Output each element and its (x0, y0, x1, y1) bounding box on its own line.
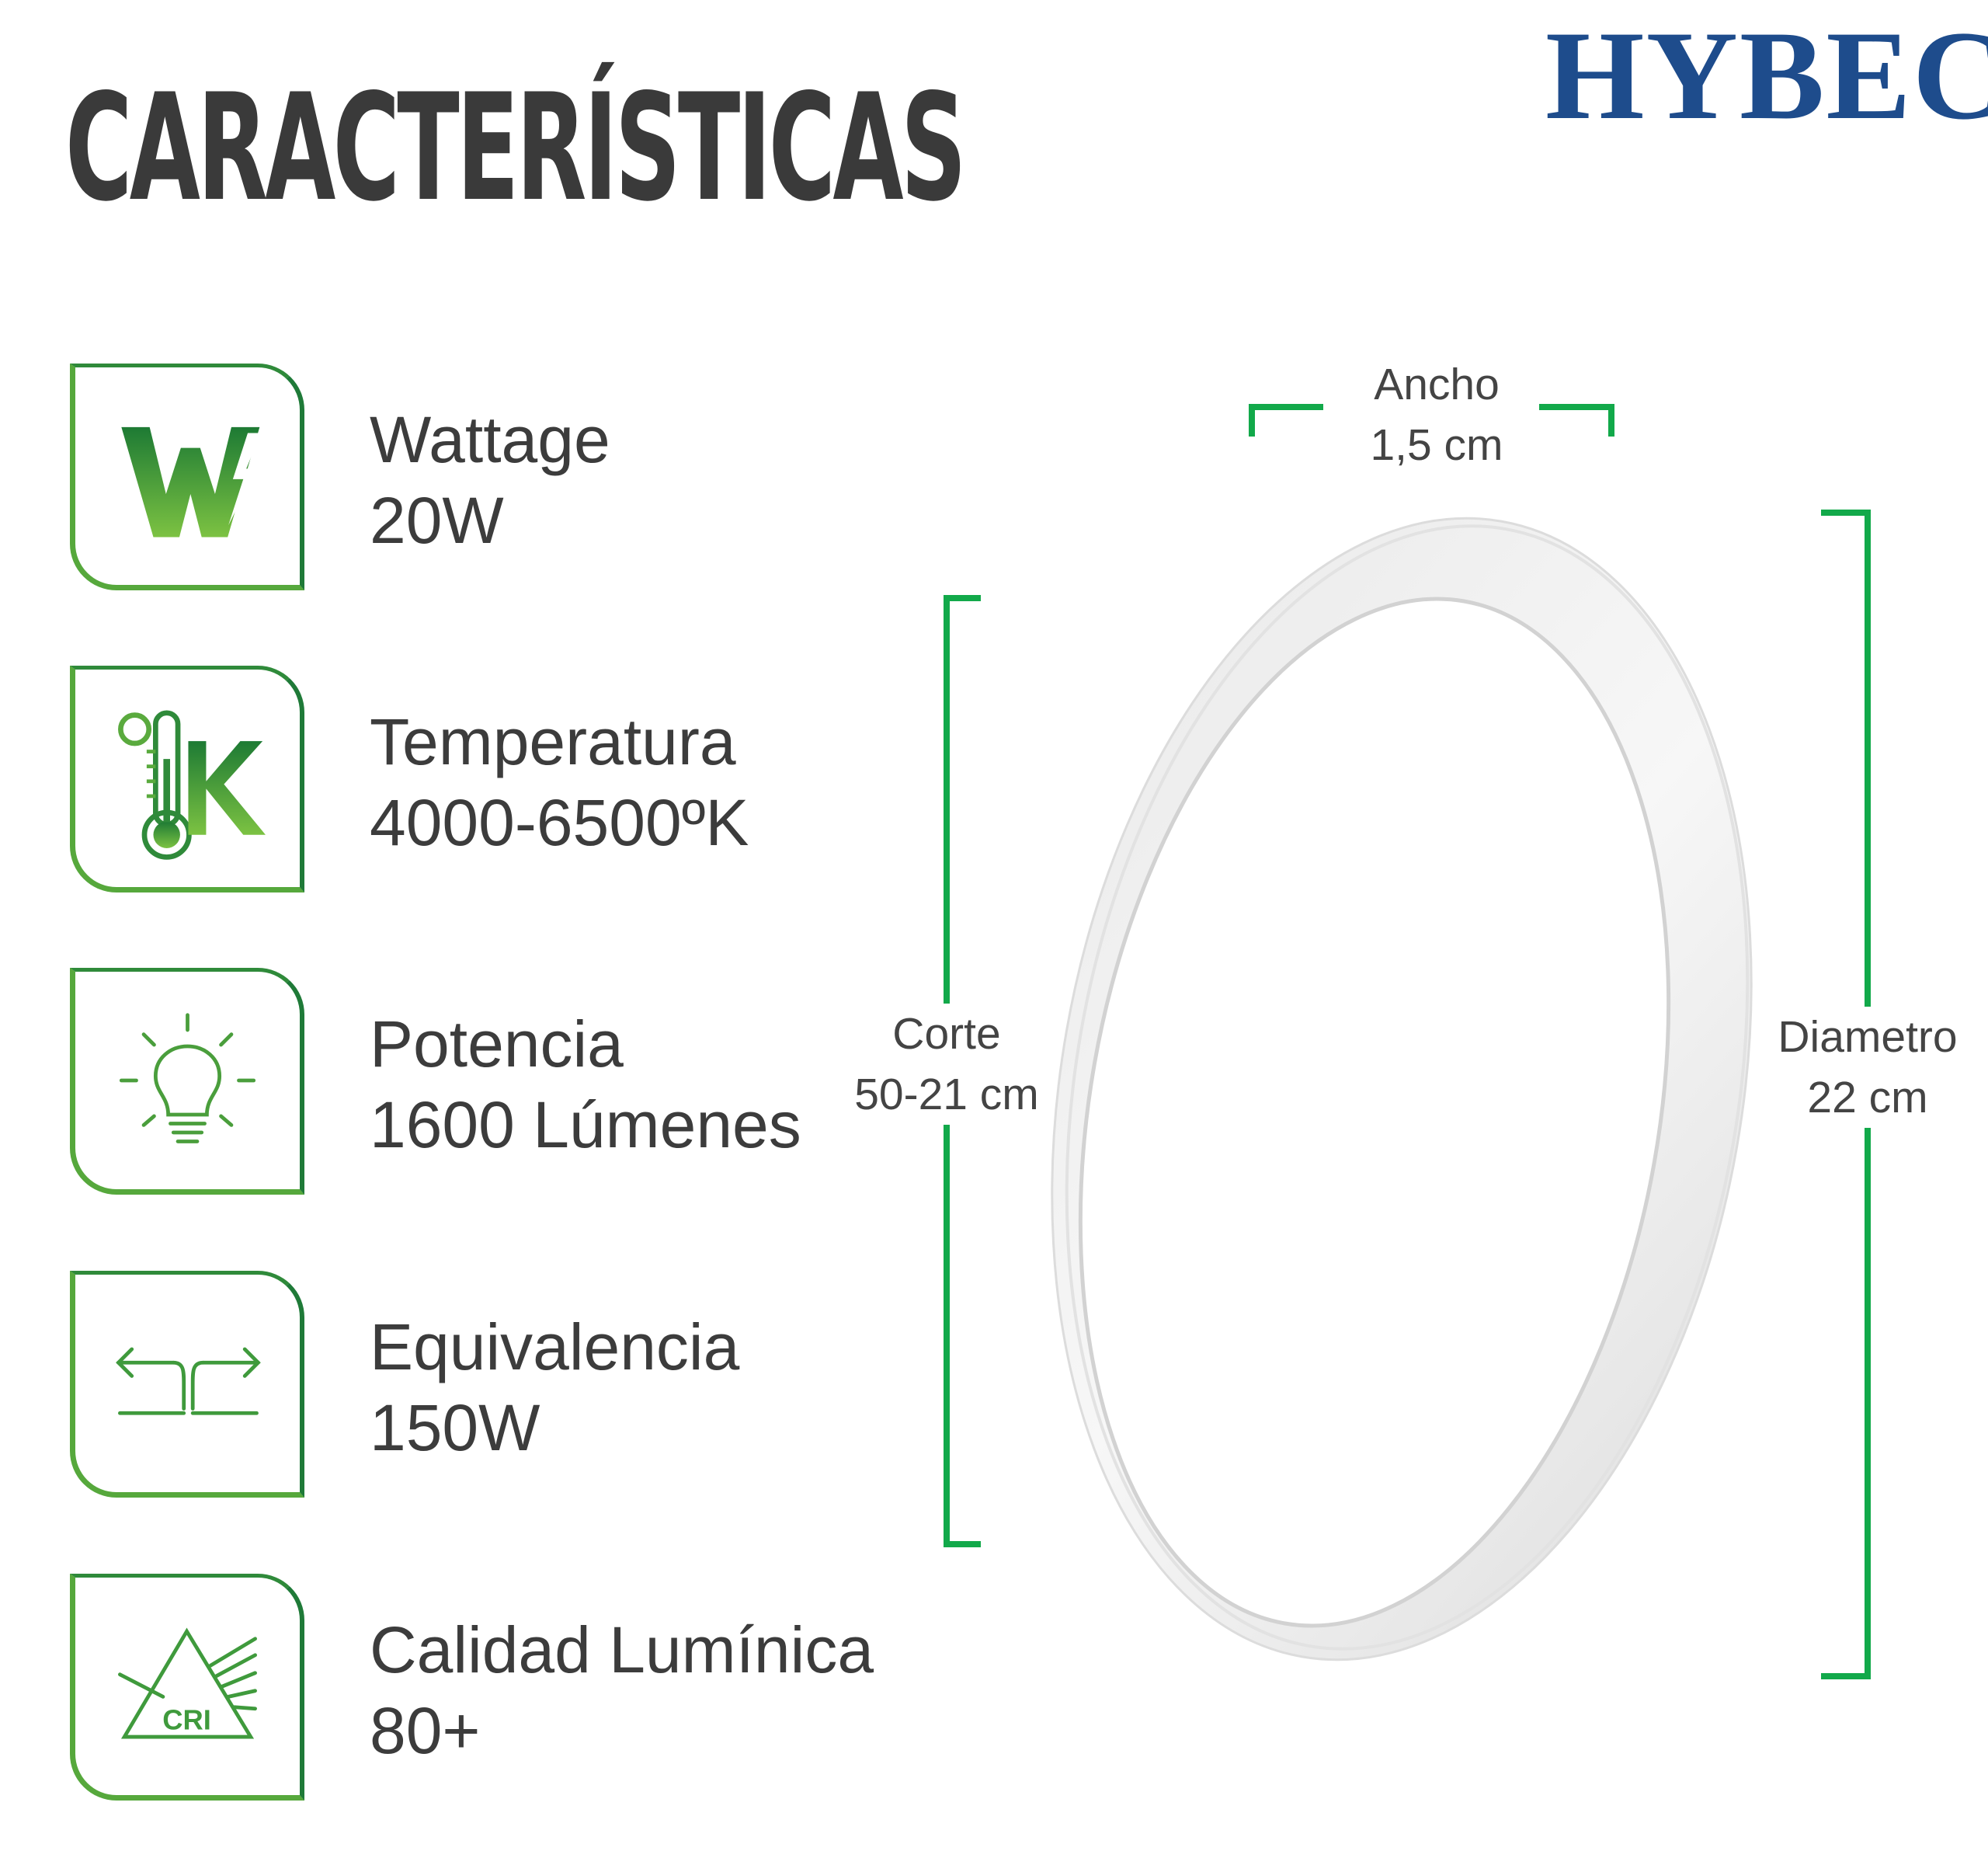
feature-temperatura: Temperatura 4000-6500ºK (70, 666, 924, 899)
feature-value: 150W (370, 1391, 540, 1464)
equivalence-arrows-icon (70, 1271, 304, 1498)
brand-logo: HYBEC (1545, 5, 1988, 146)
feature-value: 4000-6500ºK (370, 786, 749, 859)
cut-value: 50-21 cm (854, 1070, 1039, 1119)
feature-equivalencia: Equivalencia 150W (70, 1271, 924, 1504)
width-label: Ancho (1374, 360, 1500, 409)
width-dimension-label: Ancho 1,5 cm (1351, 354, 1522, 475)
diameter-label: Diametro (1778, 1012, 1958, 1062)
thermometer-kelvin-icon (70, 666, 304, 892)
wattage-w-icon (70, 364, 304, 590)
feature-value: 80+ (370, 1694, 481, 1767)
led-panel-ring (1051, 517, 1753, 1661)
feature-label: Temperatura (370, 705, 736, 778)
feature-potencia: Potencia 1600 Lúmenes (70, 968, 924, 1201)
feature-label: Wattage (370, 403, 610, 476)
width-value: 1,5 cm (1370, 420, 1503, 470)
feature-label: Potencia (370, 1007, 624, 1080)
cut-label: Corte (892, 1009, 1001, 1059)
feature-label: Calidad Lumínica (370, 1613, 874, 1686)
cut-dimension-label: Corte 50-21 cm (842, 1004, 1051, 1125)
cri-icon-text: CRI (162, 1704, 211, 1736)
diameter-value: 22 cm (1807, 1073, 1928, 1122)
page-title: CARACTERÍSTICAS (65, 62, 967, 234)
lightbulb-icon (70, 968, 304, 1195)
feature-label: Equivalencia (370, 1310, 740, 1383)
cri-prism-icon: CRI (70, 1574, 304, 1801)
width-bracket (1249, 404, 1614, 437)
diameter-dimension-label: Diametro 22 cm (1763, 1007, 1972, 1128)
feature-value: 20W (370, 484, 504, 557)
feature-value: 1600 Lúmenes (370, 1088, 801, 1161)
feature-wattage: Wattage 20W (70, 364, 924, 597)
feature-calidad-luminica: CRI Calidad Lumínica 80+ (70, 1574, 924, 1807)
